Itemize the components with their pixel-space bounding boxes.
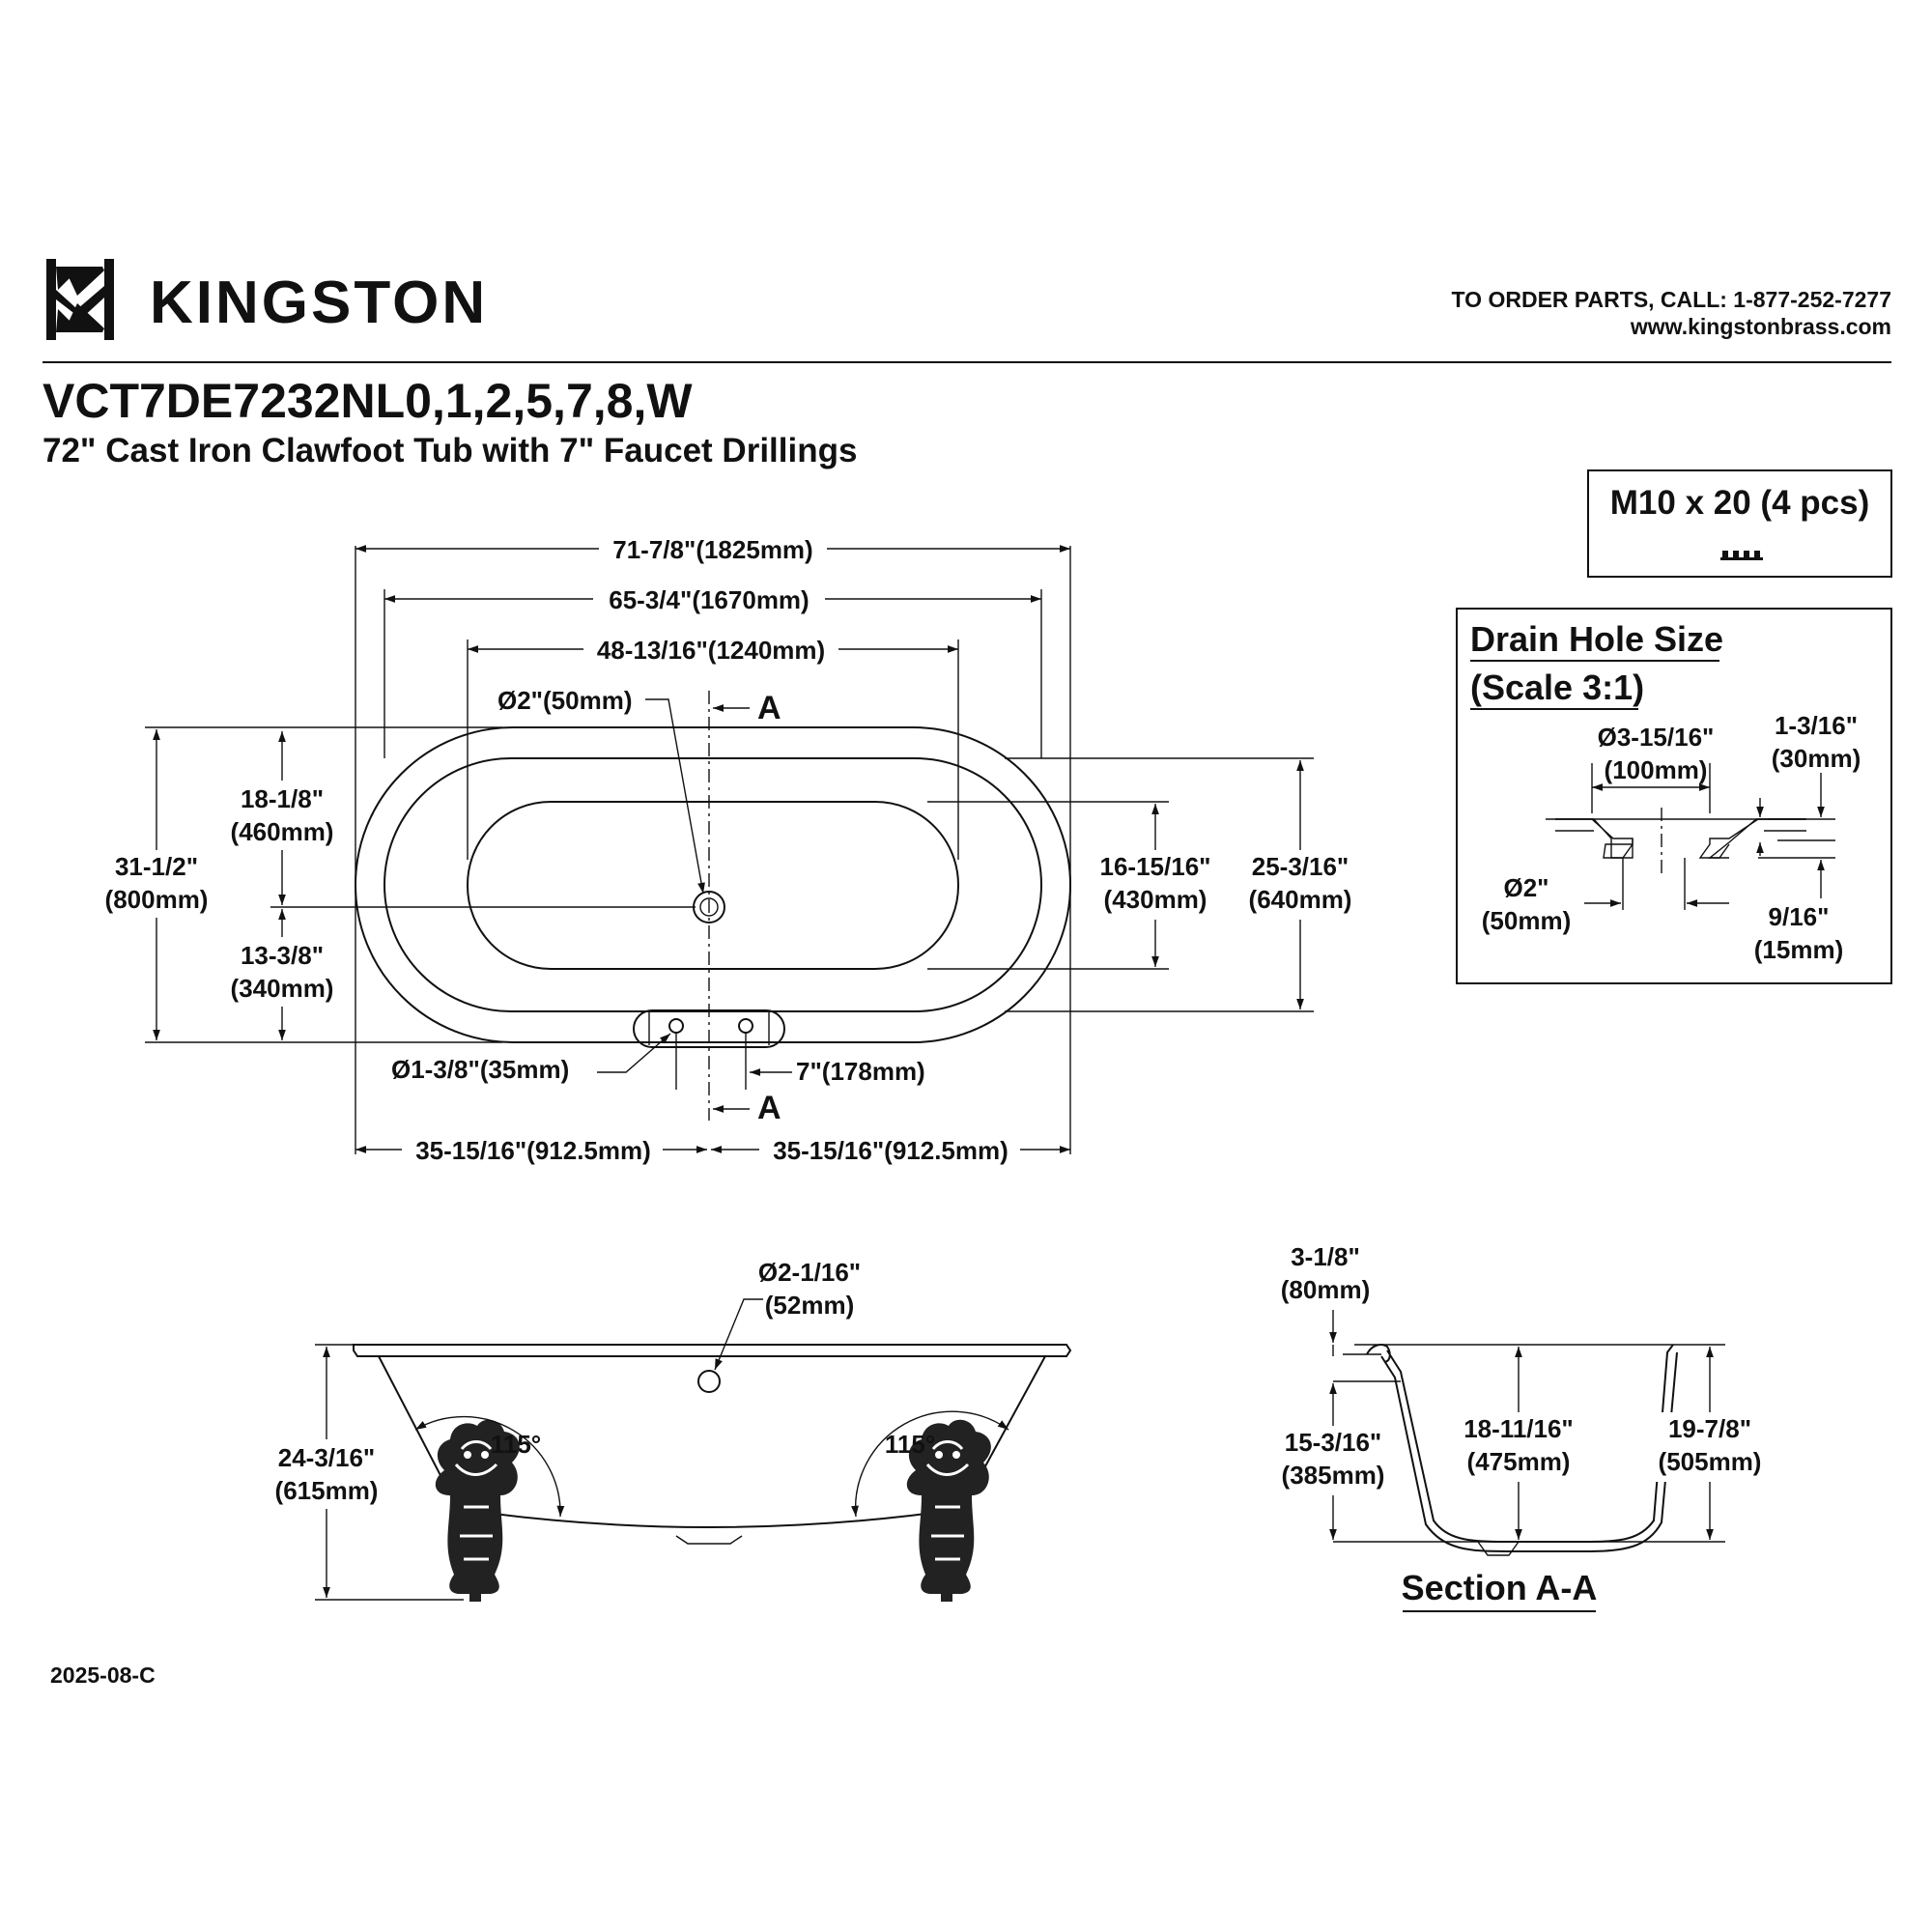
- dim-overall-width: 31-1/2": [115, 852, 198, 881]
- dim-bottom-width-mm: (430mm): [1104, 885, 1208, 914]
- angle-left: 115°: [491, 1430, 541, 1459]
- dim-overflow-height: 15-3/16": [1285, 1428, 1382, 1457]
- dim-left-lower-mm: (340mm): [231, 974, 334, 1003]
- dim-rim-drop: 3-1/8": [1291, 1242, 1360, 1271]
- bolt-icon: [1720, 551, 1763, 560]
- overflow-hole: [697, 1370, 721, 1393]
- website: www.kingstonbrass.com: [1630, 314, 1891, 339]
- dim-water-depth-mm: (475mm): [1467, 1447, 1571, 1476]
- hardware-box: [1587, 469, 1892, 578]
- drain-outer-dia: Ø3-15/16": [1598, 723, 1715, 752]
- dim-drain-dia: Ø2"(50mm): [497, 686, 632, 715]
- dim-overflow-height-mm: (385mm): [1282, 1461, 1385, 1490]
- drain-hole-box: [1456, 608, 1892, 984]
- faucet-hole-left: [668, 1018, 684, 1034]
- section-mark-top: A: [757, 690, 781, 726]
- section-a-a-view: [1333, 1344, 1725, 1556]
- dim-water-depth: 18-11/16": [1463, 1414, 1574, 1443]
- faucet-hole-right: [738, 1018, 753, 1034]
- drain-inner-dia-mm: (50mm): [1482, 906, 1571, 935]
- dim-rim-drop-mm: (80mm): [1281, 1275, 1370, 1304]
- dim-overall-length: 71-7/8"(1825mm): [612, 535, 812, 564]
- drain-inner-dia: Ø2": [1503, 873, 1548, 902]
- dim-inner-width-mm: (640mm): [1249, 885, 1352, 914]
- dim-rim-inner-length: 65-3/4"(1670mm): [609, 585, 809, 614]
- dim-inner-width: 25-3/16": [1252, 852, 1350, 881]
- dim-half-right: 35-15/16"(912.5mm): [773, 1136, 1009, 1165]
- dim-half-left: 35-15/16"(912.5mm): [415, 1136, 651, 1165]
- drain-lip: 9/16": [1769, 902, 1830, 931]
- dim-left-upper-mm: (460mm): [231, 817, 334, 846]
- dim-side-height: 24-3/16": [278, 1443, 376, 1472]
- drain-outer-dia-mm: (100mm): [1605, 755, 1708, 784]
- section-title: Section A-A: [1402, 1568, 1598, 1607]
- drain-height: 1-3/16": [1775, 711, 1858, 740]
- brand-name: KINGSTON: [150, 270, 488, 336]
- dim-side-height-mm: (615mm): [275, 1476, 379, 1505]
- hardware-label: M10 x 20 (4 pcs): [1610, 484, 1869, 522]
- dim-left-lower: 13-3/8": [241, 941, 324, 970]
- dim-faucet-spacing: 7"(178mm): [796, 1057, 925, 1086]
- dim-inside-depth: 19-7/8": [1668, 1414, 1751, 1443]
- kingston-logo-icon: [46, 259, 114, 340]
- drain-box-title: Drain Hole Size: [1470, 619, 1723, 659]
- drain-height-mm: (30mm): [1772, 744, 1861, 773]
- dim-faucet-hole-dia: Ø1-3/8"(35mm): [391, 1055, 569, 1084]
- revision-code: 2025-08-C: [50, 1662, 156, 1688]
- drain-lip-mm: (15mm): [1754, 935, 1843, 964]
- angle-right: 115°: [885, 1430, 935, 1459]
- drain-fitting: [1546, 808, 1806, 874]
- drain-box-scale: (Scale 3:1): [1470, 668, 1644, 707]
- dim-overflow-dia-mm: (52mm): [765, 1291, 854, 1320]
- order-parts-phone: TO ORDER PARTS, CALL: 1-877-252-7277: [1452, 287, 1891, 312]
- dim-inside-depth-mm: (505mm): [1659, 1447, 1762, 1476]
- dim-bottom-length: 48-13/16"(1240mm): [597, 636, 825, 665]
- dim-overall-width-mm: (800mm): [105, 885, 209, 914]
- dim-left-upper: 18-1/8": [241, 784, 324, 813]
- dim-bottom-width: 16-15/16": [1100, 852, 1211, 881]
- model-number: VCT7DE7232NL0,1,2,5,7,8,W: [43, 374, 693, 428]
- dim-overflow-dia: Ø2-1/16": [758, 1258, 861, 1287]
- section-mark-bottom: A: [757, 1090, 781, 1126]
- product-subtitle: 72" Cast Iron Clawfoot Tub with 7" Fauce…: [43, 432, 857, 469]
